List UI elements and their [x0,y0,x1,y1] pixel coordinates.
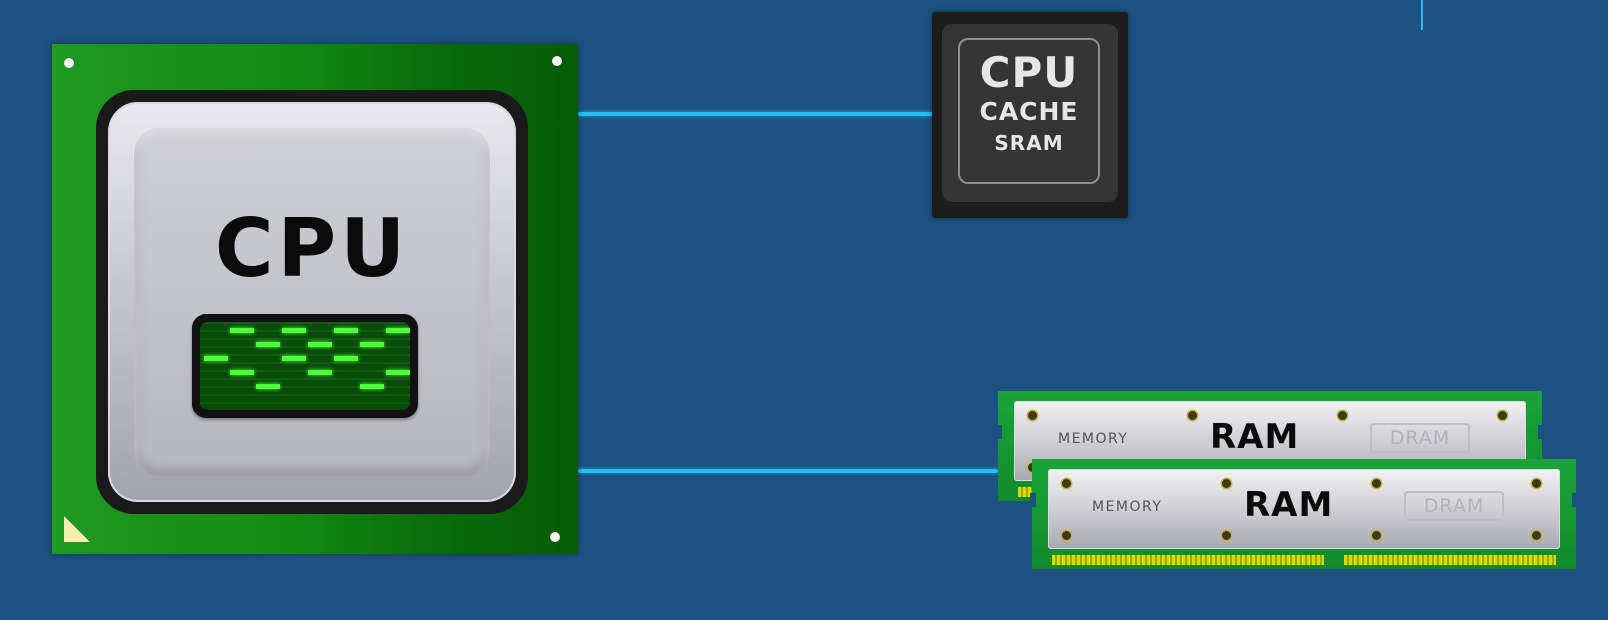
led-segment [230,370,254,375]
ram-notch [996,425,1002,439]
ram-screw [1338,411,1347,420]
ram-type-label: DRAM [1370,423,1470,453]
board-dot [550,532,560,542]
ram-module: MEMORY RAM DRAM [1030,459,1578,569]
ram-screw [1222,479,1231,488]
led-segment [334,328,358,333]
ram-module: MEMORY RAM DRAM [996,391,1544,501]
ram-notch [1538,425,1544,439]
cache-label-cache: CACHE [979,97,1079,126]
ram-screw [1028,411,1037,420]
cache-chip-face: CPU CACHE SRAM [958,38,1100,184]
cpu-activity-display [192,314,418,418]
led-segment [386,370,410,375]
led-segment [308,342,332,347]
led-segment [360,342,384,347]
cpu-label: CPU [214,202,410,295]
cache-label-sram: SRAM [994,131,1064,155]
ram-pins [1344,555,1556,565]
pin1-marker [64,516,90,542]
ram-label: RAM [1210,417,1300,457]
led-segment [334,356,358,361]
ram-screw [1532,479,1541,488]
led-segment [230,328,254,333]
led-grid [200,322,410,410]
ram-heat-spreader: MEMORY RAM DRAM [1048,469,1560,549]
ram-screw [1372,531,1381,540]
board-dot [552,56,562,66]
ram-screw [1372,479,1381,488]
cache-chip-top: CPU CACHE SRAM [942,24,1118,202]
led-segment [386,328,410,333]
board-dot [64,58,74,68]
led-segment [308,370,332,375]
led-segment [256,384,280,389]
ram-heat-spreader: MEMORY RAM DRAM [1014,401,1526,481]
ram-notch [1030,493,1036,507]
led-segment [282,328,306,333]
ram-screw [1222,531,1231,540]
ram-label: RAM [1244,485,1334,525]
cpu-lid: CPU [108,102,516,502]
ram-screw [1188,411,1197,420]
ram-notch [1572,493,1578,507]
ram-screw [1532,531,1541,540]
led-segment [204,356,228,361]
ram-screw [1062,531,1071,540]
led-segment [256,342,280,347]
cpu-frame: CPU [96,90,528,514]
led-segment [282,356,306,361]
cpu-chip: CPU [52,44,578,554]
ram-pins [1052,555,1324,565]
cache-label-cpu: CPU [979,48,1079,97]
cpu-cache-chip: CPU CACHE SRAM [932,12,1128,218]
cpu-lid-inner: CPU [134,128,490,476]
led-segment [360,384,384,389]
cpu-to-cache-wire [578,112,934,116]
ram-screw [1498,411,1507,420]
ram-type-label: DRAM [1404,491,1504,521]
ram-memory-label: MEMORY [1092,499,1163,515]
top-right-line [1421,0,1423,30]
cpu-to-ram-wire [578,469,998,473]
ram-memory-label: MEMORY [1058,431,1129,447]
ram-screw [1062,479,1071,488]
